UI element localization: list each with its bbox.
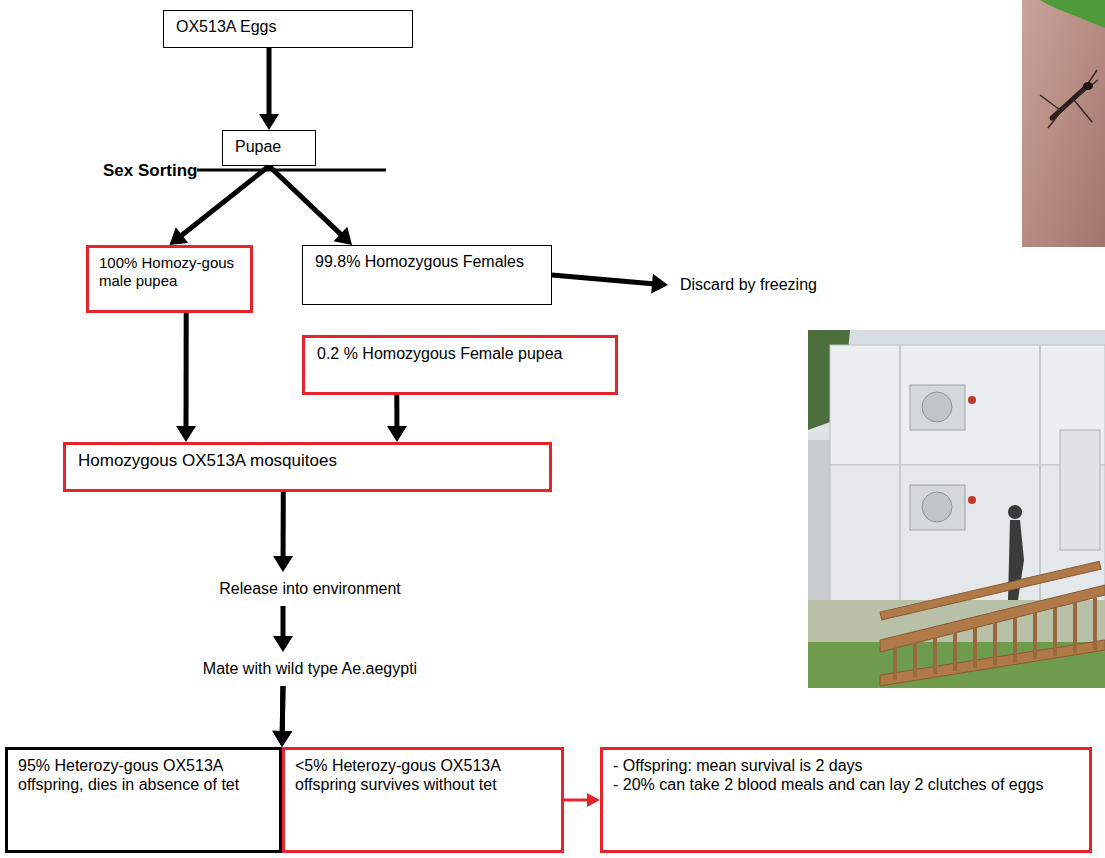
arrow-head [273, 556, 293, 572]
step-text: Release into environment [130, 572, 490, 606]
flow-arrow [272, 686, 292, 747]
flow-arrow [269, 166, 352, 245]
box-text: 0.2 % Homozygous Female pupea [317, 344, 603, 363]
flow-arrow [176, 313, 196, 442]
arrow-head [272, 731, 292, 747]
process-box: Pupae [222, 130, 316, 166]
box-text: - 20% can take 2 blood meals and can lay… [613, 775, 1079, 794]
highlight-box: Homozygous OX513A mosquitoes [63, 442, 552, 492]
arrow-head [334, 227, 352, 245]
arrow-head [272, 731, 292, 747]
highlight-box: <5% Heterozy-gous OX513A offspring survi… [282, 747, 564, 853]
arrow-head [273, 636, 293, 652]
mosquito-photo [1022, 0, 1105, 247]
arrow-line [394, 395, 399, 429]
box-text: Pupae [235, 137, 303, 156]
box-text: Mate with wild type Ae.aegypti [106, 659, 514, 678]
flow-arrow [387, 395, 407, 442]
flow-arrow [273, 606, 293, 652]
arrow-line [564, 799, 590, 802]
arrow-line [280, 686, 286, 734]
box-text: Release into environment [136, 579, 484, 598]
flow-arrow [273, 492, 293, 572]
arrow-line [280, 686, 286, 734]
box-text: OX513A Eggs [176, 17, 400, 36]
arrow-head [259, 114, 279, 130]
arrow-head [651, 274, 668, 294]
box-text: 100% Homozy-gous male pupea [99, 254, 240, 290]
arrow-line [269, 166, 343, 236]
box-text: Discard by freezing [680, 275, 856, 294]
flow-arrow [564, 793, 600, 807]
box-text: Homozygous OX513A mosquitoes [78, 451, 537, 471]
box-text: <5% Heterozy-gous OX513A offspring survi… [295, 756, 551, 794]
flow-arrow [552, 274, 668, 294]
arrow-line [280, 606, 285, 639]
facility-photo [808, 330, 1105, 688]
process-box: 99.8% Homozygous Females [302, 245, 552, 305]
arrow-line [184, 313, 189, 429]
arrow-head [387, 426, 407, 442]
highlight-box: - Offspring: mean survival is 2 days- 20… [600, 747, 1092, 853]
arrow-line [552, 275, 655, 284]
outcome-box: 95% Heterozy-gous OX513A offspring, dies… [5, 747, 282, 853]
flow-arrow [272, 686, 292, 747]
arrow-head [170, 227, 189, 245]
arrow-head [587, 793, 600, 807]
process-box: OX513A Eggs [163, 10, 413, 48]
sorting-bar [197, 169, 386, 172]
box-text: - Offspring: mean survival is 2 days [613, 756, 1079, 775]
arrow-line [267, 48, 272, 117]
highlight-box: 0.2 % Homozygous Female pupea [302, 335, 618, 395]
arrow-head [176, 426, 196, 442]
flow-arrow [259, 48, 279, 130]
step-text: Mate with wild type Ae.aegypti [100, 652, 520, 686]
box-text: 95% Heterozy-gous OX513A offspring, dies… [18, 756, 269, 794]
step-text: Discard by freezing [668, 268, 868, 302]
box-text: 99.8% Homozygous Females [315, 252, 539, 271]
step-label: Sex Sorting [103, 161, 197, 181]
highlight-box: 100% Homozy-gous male pupea [86, 245, 253, 313]
arrow-line [281, 492, 286, 559]
